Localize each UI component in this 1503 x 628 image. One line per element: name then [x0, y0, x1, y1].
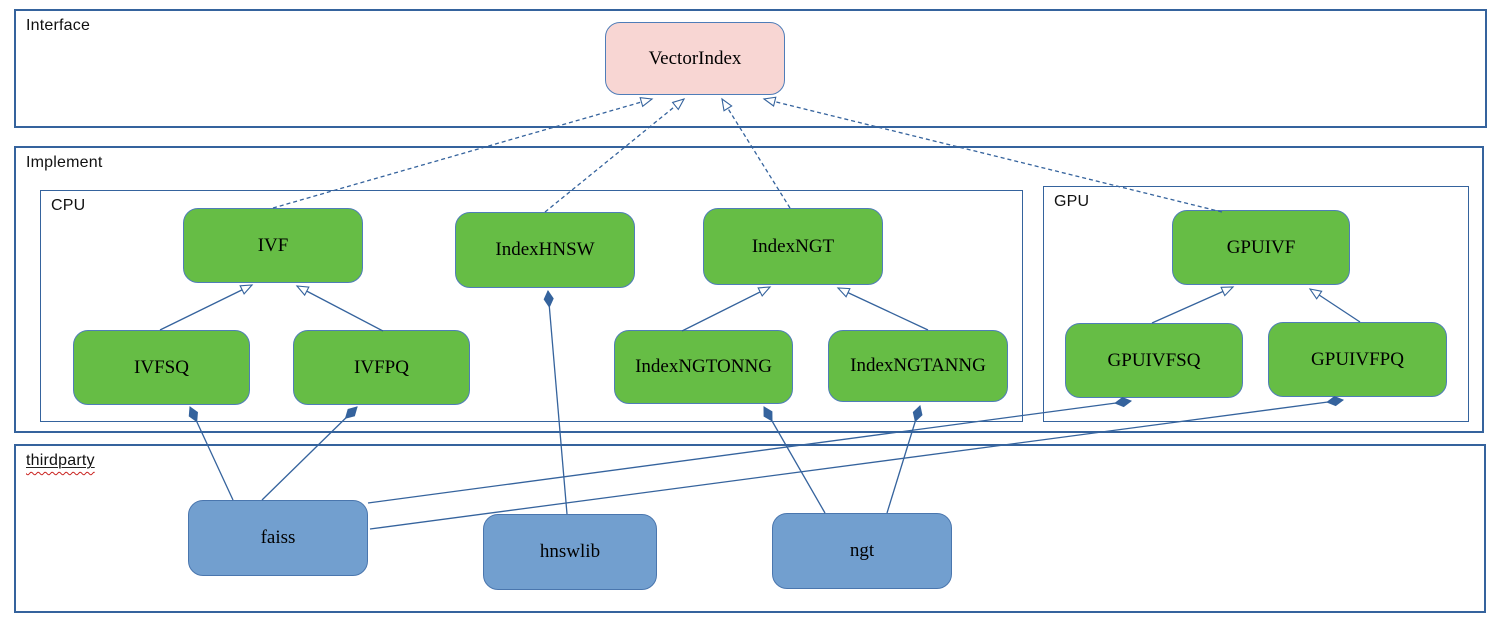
node-hnswlib[interactable]: hnswlib	[483, 514, 657, 590]
node-ivf-label: IVF	[257, 234, 289, 256]
node-ivfpq[interactable]: IVFPQ	[293, 330, 470, 405]
node-indexngtanng-label: IndexNGTANNG	[850, 355, 986, 376]
node-gpuivfsq[interactable]: GPUIVFSQ	[1065, 323, 1243, 398]
node-indexngtonng[interactable]: IndexNGTONNG	[614, 330, 793, 404]
node-ivfsq[interactable]: IVFSQ	[73, 330, 250, 405]
node-gpuivf-label: GPUIVF	[1226, 236, 1296, 258]
node-ngt[interactable]: ngt	[772, 513, 952, 589]
implement-container-label: Implement	[26, 154, 103, 171]
node-ivfpq-label: IVFPQ	[354, 356, 409, 378]
node-gpuivfpq[interactable]: GPUIVFPQ	[1268, 322, 1447, 397]
node-indexngt-label: IndexNGT	[751, 235, 835, 257]
node-gpuivfsq-label: GPUIVFSQ	[1107, 349, 1201, 371]
node-indexngtonng-label: IndexNGTONNG	[635, 356, 772, 377]
node-indexngt[interactable]: IndexNGT	[703, 208, 883, 285]
node-indexhnsw[interactable]: IndexHNSW	[455, 212, 635, 288]
cpu-container-label: CPU	[51, 197, 86, 214]
node-ngt-label: ngt	[849, 540, 875, 561]
node-faiss-label: faiss	[260, 527, 296, 548]
node-indexhnsw-label: IndexHNSW	[495, 239, 595, 260]
node-ivfsq-label: IVFSQ	[134, 356, 189, 378]
node-indexngtanng[interactable]: IndexNGTANNG	[828, 330, 1008, 402]
interface-container-label: Interface	[26, 17, 91, 34]
node-gpuivfpq-label: GPUIVFPQ	[1311, 348, 1404, 370]
gpu-container-label: GPU	[1054, 193, 1090, 210]
node-vectorindex[interactable]: VectorIndex	[605, 22, 785, 95]
node-gpuivf[interactable]: GPUIVF	[1172, 210, 1350, 285]
node-vectorindex-label: VectorIndex	[648, 47, 742, 69]
node-ivf[interactable]: IVF	[183, 208, 363, 283]
thirdparty-container-label: thirdparty	[26, 452, 95, 469]
node-hnswlib-label: hnswlib	[539, 541, 601, 562]
node-faiss[interactable]: faiss	[188, 500, 368, 576]
